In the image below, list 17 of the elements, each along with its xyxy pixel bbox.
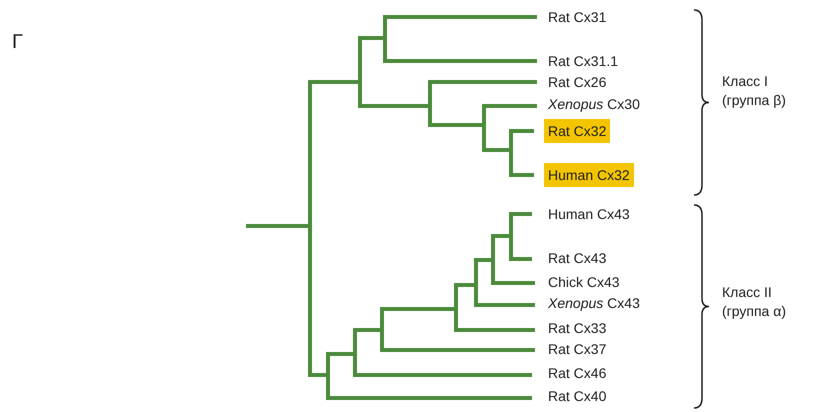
species-label: Xenopus Cx43	[548, 294, 640, 312]
species-label: Human Cx43	[548, 205, 630, 223]
species-label: Rat Cx40	[548, 387, 606, 405]
species-label: Rat Cx31.1	[548, 52, 618, 70]
species-label: Rat Cx31	[548, 8, 606, 26]
species-label: Rat Cx43	[548, 249, 606, 267]
species-label: Rat Cx33	[548, 319, 606, 337]
class-label: Класс I (группа β)	[722, 72, 787, 110]
highlighted-species-label: Human Cx32	[544, 163, 634, 187]
species-label: Chick Cx43	[548, 273, 620, 291]
highlighted-species-label: Rat Cx32	[544, 119, 610, 143]
species-label: Rat Cx26	[548, 73, 606, 91]
panel-letter: Г	[12, 31, 23, 53]
species-label: Xenopus Cx30	[548, 95, 640, 113]
class-label: Класс II (группа α)	[722, 283, 787, 321]
species-label: Rat Cx46	[548, 364, 606, 382]
species-label: Rat Cx37	[548, 340, 606, 358]
